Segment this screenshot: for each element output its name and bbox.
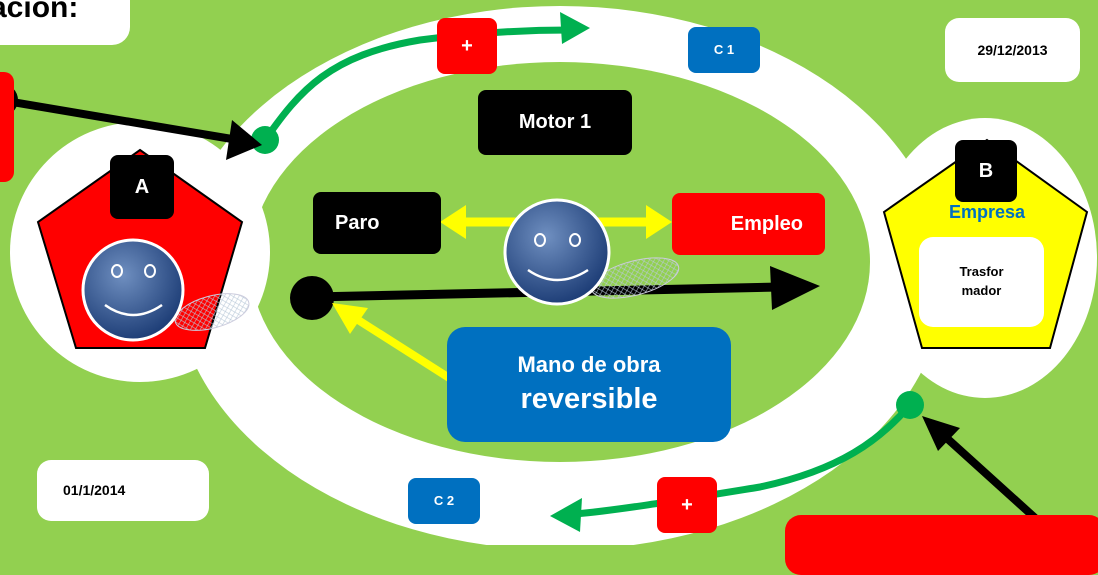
cycle-label-c2: C 2	[408, 478, 480, 524]
date-label-top: 29/12/2013	[945, 18, 1080, 82]
node-label-a: A	[110, 155, 174, 219]
red-box-bottom-right	[785, 515, 1098, 575]
title-fragment: ación:	[0, 0, 79, 24]
black-arrowhead-top-left	[226, 120, 262, 160]
mano-de-obra-box: Mano de obra reversible	[447, 327, 731, 442]
date-label-bottom: 01/1/2014	[37, 460, 209, 521]
title-fragment-box: ación:	[0, 0, 130, 45]
trasformador-box: Trasfor mador	[919, 237, 1044, 327]
node-label-b: B	[955, 140, 1017, 202]
yellow-arrowhead-diagonal	[332, 303, 368, 334]
plus-badge-top: +	[437, 18, 497, 74]
yellow-arrow-diagonal	[352, 314, 468, 392]
cycle-label-c1: C 1	[688, 27, 760, 73]
bottom-green-arrow	[574, 402, 913, 518]
yellow-arrowhead-left	[440, 205, 466, 239]
trasformador-line-2: mador	[961, 283, 1002, 298]
top-green-arrow	[262, 26, 571, 143]
black-arrowhead-center	[770, 266, 820, 310]
black-arrow-top-left	[0, 96, 239, 144]
reversible-label: reversible	[520, 383, 658, 416]
face-a-shadow	[174, 293, 250, 331]
empresa-label: Empresa	[948, 202, 1026, 222]
trasformador-line-1: Trasfor	[959, 264, 1004, 280]
black-arrowhead-bottom-right	[922, 416, 960, 451]
top-green-dot	[251, 126, 279, 154]
bottom-green-arrowhead	[550, 498, 582, 532]
smiley-face-icon-a	[81, 238, 185, 342]
mano-de-obra-label: Mano de obra	[517, 352, 661, 378]
smiley-face-icon-center	[503, 198, 611, 306]
motor-label: Motor 1	[478, 90, 632, 155]
bottom-green-dot	[896, 391, 924, 419]
black-dot-center	[290, 276, 334, 320]
empleo-label: Empleo	[672, 193, 825, 255]
paro-label: Paro	[313, 192, 441, 254]
yellow-arrowhead-right	[646, 205, 672, 239]
plus-badge-bottom: +	[657, 477, 717, 533]
red-box-left-edge	[0, 72, 14, 182]
top-green-arrowhead	[560, 12, 590, 44]
